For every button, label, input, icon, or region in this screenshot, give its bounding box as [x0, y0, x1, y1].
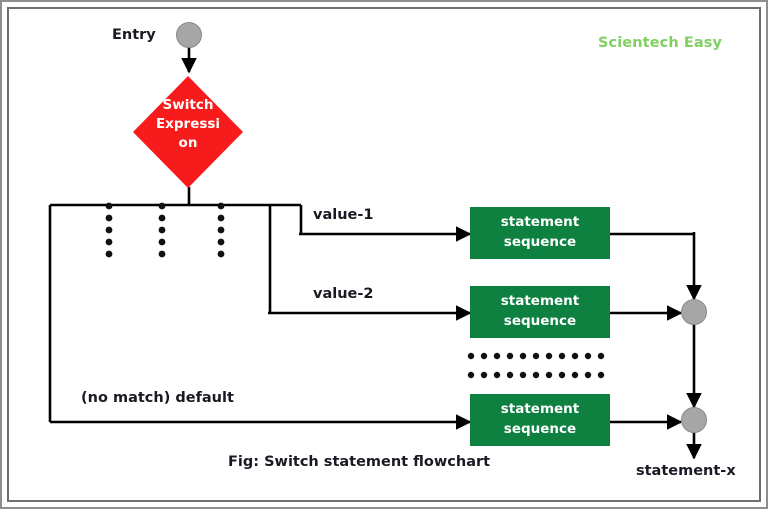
process-box-1-line2: sequence	[503, 234, 577, 250]
process-box-2: statement sequence	[470, 286, 610, 338]
branch-label-default: (no match) default	[81, 390, 234, 406]
process-box-2-line2: sequence	[503, 313, 577, 329]
ellipsis-columns	[105, 202, 225, 258]
entry-label: Entry	[112, 27, 156, 43]
entry-terminator	[176, 22, 202, 48]
branch-label-value-2: value-2	[313, 286, 374, 302]
process-box-1: statement sequence	[470, 207, 610, 259]
decision-diamond	[133, 76, 243, 188]
figure-caption: Fig: Switch statement flowchart	[228, 454, 491, 470]
process-box-1-line1: statement	[500, 214, 580, 231]
process-box-3: statement sequence	[470, 394, 610, 446]
exit-label: statement-x	[636, 463, 736, 479]
merge-node-1	[681, 299, 707, 325]
branch-label-value-1: value-1	[313, 207, 374, 223]
merge-node-2	[681, 407, 707, 433]
ellipsis-rows	[467, 352, 605, 379]
watermark-text: Scientech Easy	[598, 35, 723, 51]
process-box-2-line1: statement	[500, 293, 580, 310]
process-box-3-line2: sequence	[503, 421, 577, 437]
process-box-3-line1: statement	[500, 401, 580, 418]
